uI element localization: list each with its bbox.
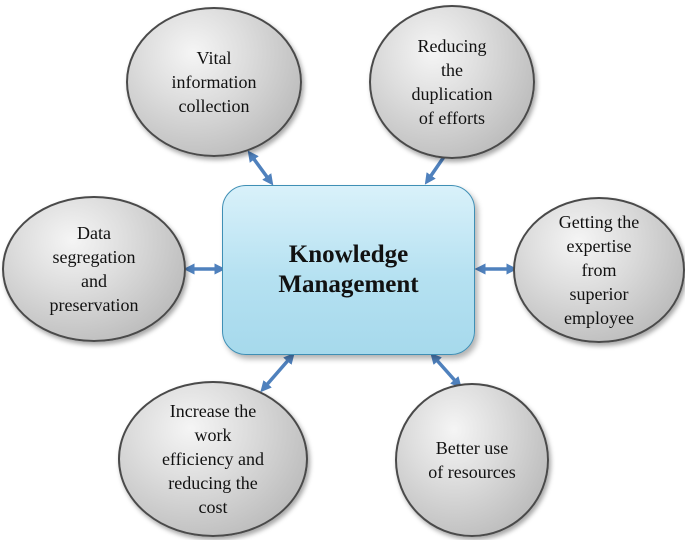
arrow-increase-efficiency: [260, 352, 295, 393]
node-reducing-duplication: Reducing the duplication of efforts: [369, 5, 535, 159]
node-increase-efficiency: Increase the work efficiency and reducin…: [118, 381, 308, 537]
node-label: Reducing the duplication of efforts: [411, 36, 493, 128]
node-label: Getting the expertise from superior empl…: [558, 212, 640, 328]
center-knowledge-management-box: Knowledge Management: [222, 185, 475, 355]
node-label: Data segregation and preservation: [49, 223, 139, 315]
node-label: Better use of resources: [428, 438, 516, 482]
node-vital-information: Vital information collection: [126, 7, 302, 157]
arrow-better-use: [430, 352, 462, 389]
arrow-vital-info: [247, 150, 274, 186]
node-data-segregation: Data segregation and preservation: [2, 196, 186, 342]
center-label: Knowledge Management: [278, 241, 419, 298]
node-label: Vital information collection: [171, 48, 257, 116]
node-better-use-of-resources: Better use of resources: [395, 383, 549, 537]
node-getting-expertise: Getting the expertise from superior empl…: [513, 197, 685, 343]
node-label: Increase the work efficiency and reducin…: [161, 401, 265, 517]
